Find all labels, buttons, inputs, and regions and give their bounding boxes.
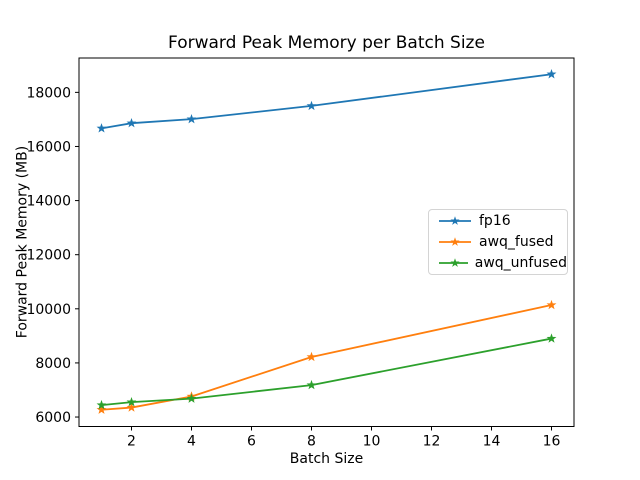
legend-star-icon — [450, 258, 460, 267]
legend-swatch-fp16 — [439, 216, 471, 225]
legend-label-awq_unfused: awq_unfused — [474, 255, 567, 271]
legend-label-awq_fused: awq_fused — [479, 234, 554, 250]
x-tick-label: 4 — [187, 434, 196, 450]
series-marker-fp16 — [306, 100, 317, 111]
y-tick-label: 18000 — [26, 85, 71, 101]
x-axis-label: Batch Size — [289, 451, 364, 467]
series-line-fp16 — [101, 73, 552, 130]
legend: fp16 awq_fused awq_unfused — [428, 209, 568, 275]
series-marker-awq_unfused — [546, 333, 557, 343]
legend-star-icon — [450, 216, 460, 225]
chart-title: Forward Peak Memory per Batch Size — [168, 33, 485, 53]
x-tick-label: 2 — [127, 434, 136, 450]
series-marker-fp16 — [126, 118, 137, 128]
x-tick-label: 14 — [483, 434, 501, 450]
legend-item-awq_fused: awq_fused — [438, 232, 567, 252]
legend-swatch-awq_fused — [439, 237, 471, 246]
y-tick-label: 8000 — [35, 356, 71, 372]
legend-label-fp16: fp16 — [479, 213, 511, 229]
axes-spines — [78, 57, 575, 427]
series-marker-awq_fused — [546, 299, 557, 310]
y-tick-label: 16000 — [26, 139, 71, 155]
y-tick-label: 12000 — [26, 248, 71, 264]
series-marker-awq_unfused — [96, 399, 107, 410]
legend-star-icon — [450, 237, 460, 246]
legend-item-awq_unfused: awq_unfused — [438, 253, 567, 273]
series-marker-fp16 — [186, 113, 197, 124]
series-marker-awq_unfused — [306, 379, 317, 390]
series-marker-awq_fused — [306, 351, 317, 362]
series-line-awq_unfused — [101, 337, 552, 407]
series-marker-awq_fused — [96, 404, 107, 414]
series-marker-awq_unfused — [126, 396, 137, 407]
series-line-awq_fused — [101, 304, 552, 411]
series-marker-awq_fused — [126, 402, 137, 412]
x-tick-label: 12 — [423, 434, 441, 450]
x-tick-label: 16 — [543, 434, 561, 450]
legend-item-fp16: fp16 — [438, 211, 567, 231]
legend-swatch-awq_unfused — [439, 258, 468, 267]
series-marker-awq_unfused — [186, 393, 197, 403]
x-tick-label: 10 — [363, 434, 381, 450]
y-tick-label: 6000 — [35, 410, 71, 426]
y-tick-label: 14000 — [26, 194, 71, 210]
series-marker-fp16 — [96, 123, 107, 133]
x-tick-label: 6 — [247, 434, 256, 450]
series-marker-fp16 — [546, 69, 557, 79]
x-tick-label: 8 — [307, 434, 316, 450]
y-tick-label: 10000 — [26, 302, 71, 318]
